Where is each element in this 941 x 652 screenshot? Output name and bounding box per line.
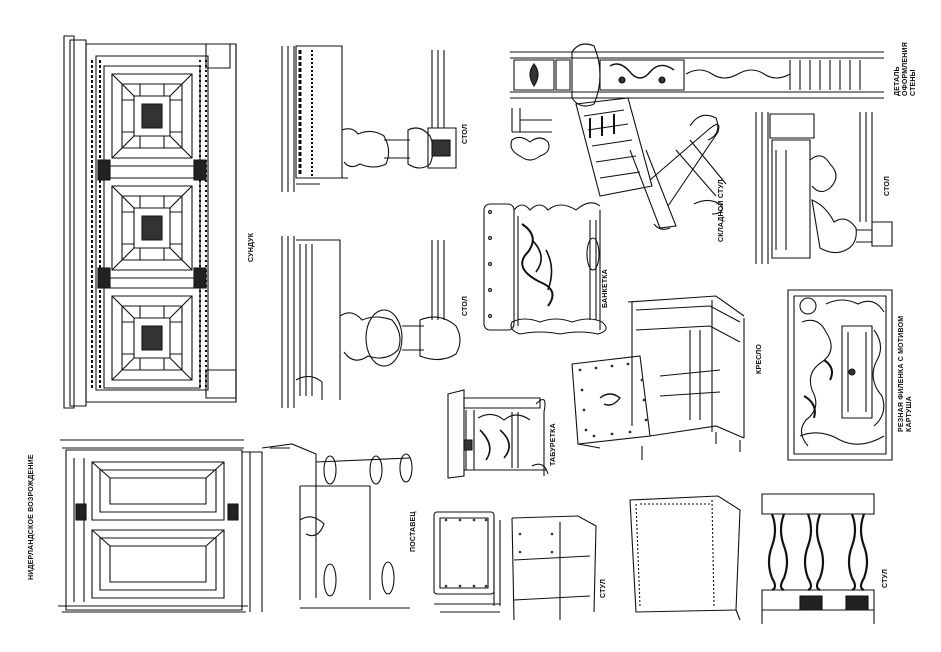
- label-armchair: КРЕСЛО: [756, 343, 763, 374]
- cupboard-drawing: [58, 440, 412, 612]
- label-table-mid: СТОЛ: [462, 296, 469, 316]
- plate-title: НИДЕРЛАНДСКОЕ ВОЗРОЖДЕНИЕ: [28, 454, 35, 580]
- wall-detail-drawing: [510, 44, 884, 106]
- label-chair-large: СТУЛ: [882, 569, 889, 588]
- carved-panel-drawing: [788, 290, 892, 460]
- table-mid-drawing: [282, 236, 460, 408]
- stool-drawing: [448, 390, 548, 478]
- ornament-fragment: [511, 108, 552, 160]
- table-top-drawing: [282, 46, 456, 192]
- label-chest: СУНДУК: [248, 232, 255, 262]
- chair-small-drawing: [434, 512, 596, 620]
- label-table-top: СТОЛ: [462, 124, 469, 144]
- label-bench: БАНКЕТКА: [602, 268, 609, 308]
- folding-chair-drawing: [576, 98, 726, 229]
- label-carved-panel: РЕЗНАЯ ФИЛЕНКА С МОТИВОМ КАРТУША: [898, 315, 913, 432]
- label-stool: ТАБУРЕТКА: [550, 423, 557, 466]
- chair-large-drawing: [630, 494, 874, 624]
- label-table-right: СТОЛ: [884, 176, 891, 196]
- label-chair-small: СТУЛ: [600, 579, 607, 598]
- armchair-drawing: [572, 296, 744, 460]
- label-wall-detail: ДЕТАЛЬ ОФОРМЛЕНИЯ СТЕНЫ: [894, 42, 917, 96]
- label-cupboard: ПОСТАВЕЦ: [410, 511, 417, 552]
- table-right-drawing: [756, 112, 892, 264]
- bench-drawing: [484, 203, 606, 334]
- label-folding-chair: СКЛАДНОЙ СТУЛ: [718, 179, 725, 242]
- cupboard-column-top: [316, 454, 412, 484]
- chest-drawing: [64, 36, 236, 408]
